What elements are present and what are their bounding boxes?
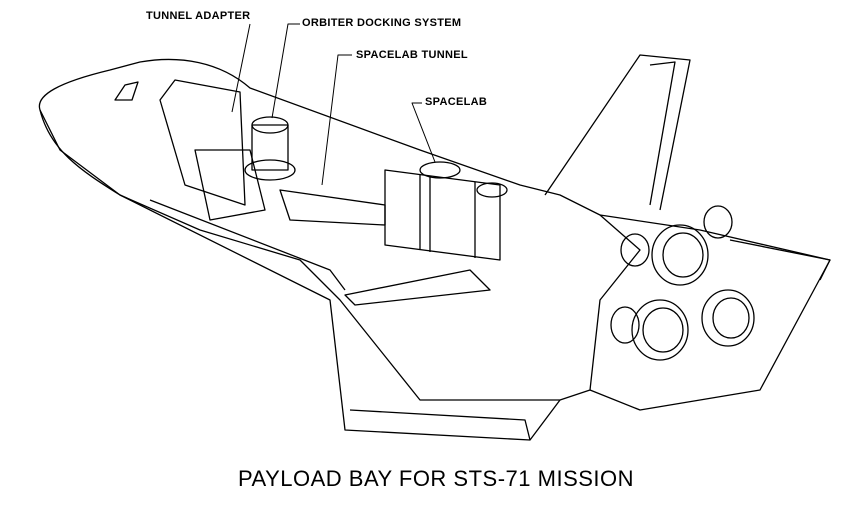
leader-tunnel-adapter	[231, 23, 251, 113]
left-wing-edge	[349, 409, 531, 441]
fuselage-outline	[38, 58, 641, 401]
leader-spacelab-tunnel	[321, 54, 352, 186]
aft-body	[589, 214, 831, 411]
leader-spacelab	[411, 102, 436, 163]
cockpit-window	[114, 81, 139, 101]
vertical-tail	[544, 54, 691, 211]
main-engine-3	[701, 289, 755, 347]
spacelab-hatch-1	[419, 161, 461, 179]
spacelab-hatch-2	[476, 182, 508, 198]
forward-bulkhead	[159, 79, 246, 206]
diagram-title: PAYLOAD BAY FOR STS-71 MISSION	[238, 466, 635, 491]
payload-bay-door	[344, 269, 491, 306]
leader-odd	[271, 23, 300, 119]
main-engine-2-inner	[642, 307, 684, 353]
tail-rudder	[649, 61, 676, 206]
label-spacelab-tunnel: SPACELAB TUNNEL	[356, 49, 468, 61]
left-wing	[119, 194, 561, 441]
spacelab-module	[384, 169, 501, 261]
main-engine-3-inner	[712, 297, 750, 339]
oms-engine-1	[620, 233, 650, 267]
oms-engine-3	[610, 306, 640, 344]
label-orbiter-docking-system: ORBITER DOCKING SYSTEM	[302, 17, 462, 29]
oms-engine-2	[703, 205, 733, 239]
odd-body	[251, 124, 289, 171]
main-engine-2	[631, 299, 689, 361]
nose-cap	[39, 109, 121, 196]
tunnel-adapter-shape	[194, 149, 266, 221]
left-wing-panel	[149, 199, 346, 291]
right-wing-edge	[729, 239, 831, 281]
spacelab-rings	[419, 175, 476, 258]
main-engine-1-inner	[662, 232, 704, 278]
odd-base	[244, 159, 296, 181]
label-spacelab: SPACELAB	[425, 96, 488, 108]
spacelab-tunnel-shape	[279, 189, 386, 226]
main-engine-1	[651, 224, 709, 286]
label-tunnel-adapter: TUNNEL ADAPTER	[146, 10, 251, 22]
